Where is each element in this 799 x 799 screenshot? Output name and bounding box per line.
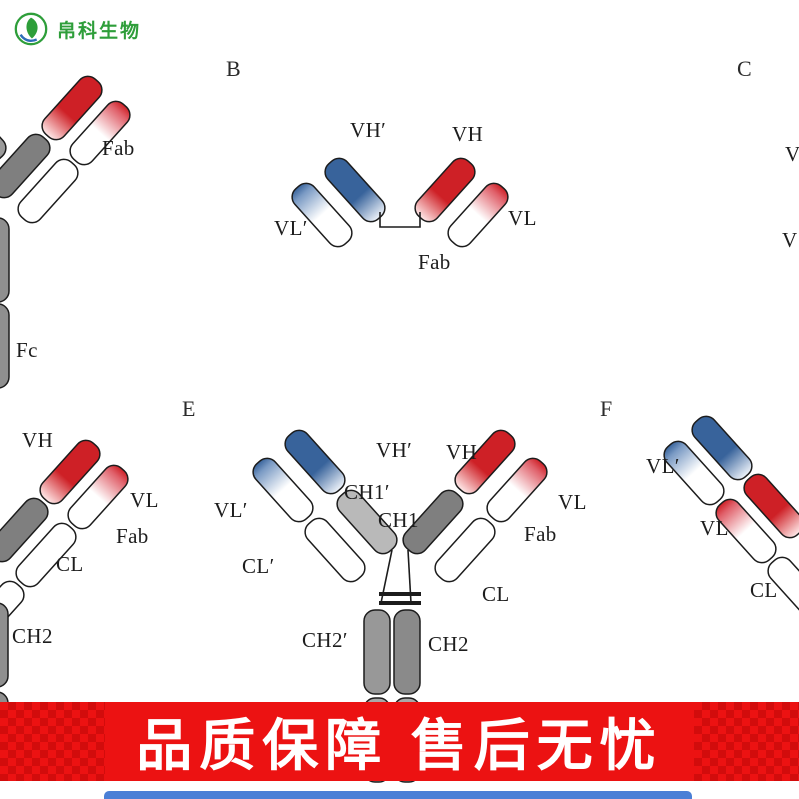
label-e-vl: VL	[558, 490, 587, 514]
label-d-fab: Fab	[116, 524, 149, 548]
panel-f-shapes	[658, 411, 799, 626]
banner-pattern-left	[0, 702, 105, 781]
bottom-blue-strip	[104, 791, 692, 799]
linker-line	[379, 212, 421, 228]
label-c-v-bottom: V	[782, 228, 798, 252]
label-f-cl: CL	[750, 578, 778, 602]
label-d-vl: VL	[130, 488, 159, 512]
domain-pill	[0, 93, 12, 167]
label-b-vh-prime: VH′	[350, 118, 387, 142]
promo-banner: 品质保障 售后无忧	[0, 702, 799, 781]
label-e-ch2-prime: CH2′	[302, 628, 348, 652]
ch2-domain	[0, 602, 9, 688]
label-d-ch2: CH2	[12, 624, 53, 648]
label-f-vl-prime: VL′	[646, 454, 680, 478]
label-c-v-top: V	[785, 142, 799, 166]
label-d-vh: VH	[22, 428, 54, 452]
banner-slogan: 品质保障 售后无忧	[136, 714, 663, 777]
fc-domain	[0, 303, 10, 389]
label-f-vl: VL	[700, 516, 729, 540]
panel-e-shapes	[247, 425, 553, 783]
panel-f-letter: F	[600, 396, 613, 421]
banner-pattern-right	[694, 702, 799, 781]
label-d-cl: CL	[56, 552, 84, 576]
label-e-vl-prime: VL′	[214, 498, 248, 522]
label-b-vh: VH	[452, 122, 484, 146]
label-b-vl-prime: VL′	[274, 216, 308, 240]
panel-e-letter: E	[182, 396, 196, 421]
panel-b-letter: B	[226, 56, 242, 81]
brand-logo: 帛科生物	[12, 10, 141, 48]
label-a-fc: Fc	[16, 338, 38, 362]
brand-name: 帛科生物	[57, 20, 142, 42]
domain-ch2-prime	[363, 609, 391, 695]
disulfide-bond	[379, 601, 421, 605]
label-e-cl-prime: CL′	[242, 554, 275, 578]
label-e-ch1-prime: CH1′	[344, 480, 390, 504]
label-b-vl: VL	[508, 206, 537, 230]
panel-b-shapes	[286, 153, 514, 252]
fc-domain	[0, 217, 10, 303]
panel-c-letter: C	[737, 56, 753, 81]
label-a-fab: Fab	[102, 136, 135, 160]
logo-icon	[14, 12, 48, 46]
label-e-vh-prime: VH′	[376, 438, 413, 462]
label-e-vh: VH	[446, 440, 478, 464]
label-e-ch1: CH1	[378, 508, 419, 532]
label-e-fab: Fab	[524, 522, 557, 546]
label-e-ch2: CH2	[428, 632, 469, 656]
domain-ch2	[393, 609, 421, 695]
label-e-cl: CL	[482, 582, 510, 606]
label-b-fab: Fab	[418, 250, 451, 274]
disulfide-bond	[379, 592, 421, 596]
